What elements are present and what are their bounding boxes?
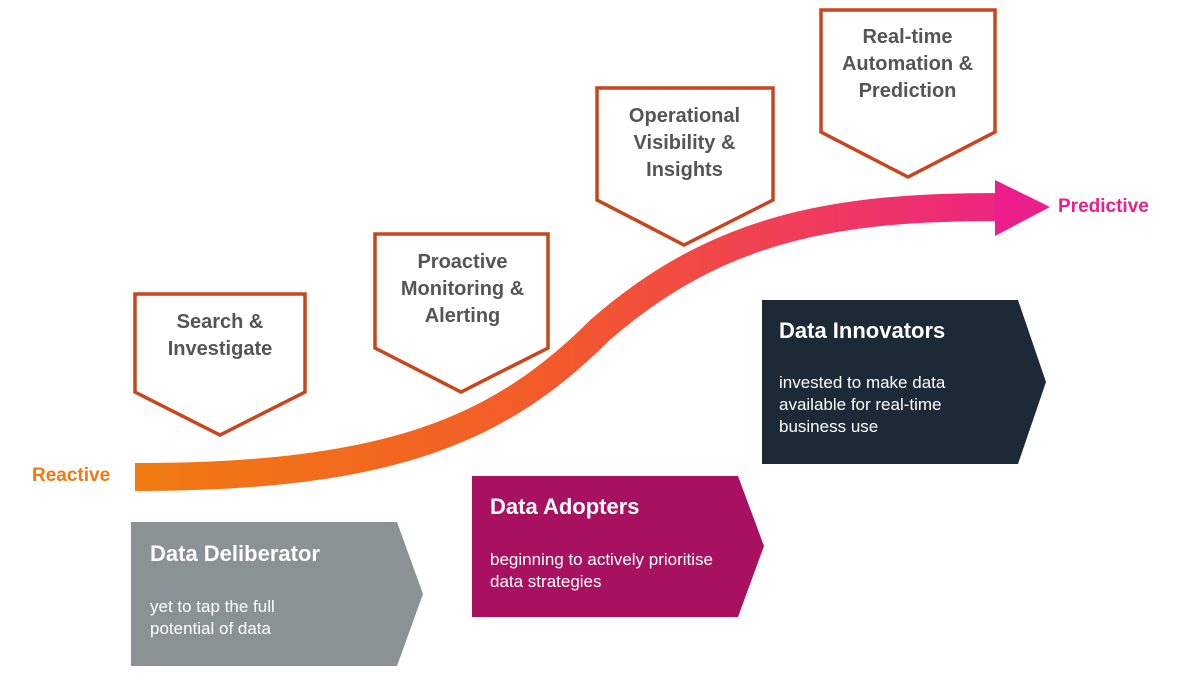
predictive-label: Predictive — [1058, 196, 1149, 217]
stage-shape-2 — [373, 232, 550, 394]
band-title-innovators: Data Innovators — [779, 318, 946, 343]
stage-label-operational: Operational Visibility & Insights — [628, 105, 741, 181]
band-desc-innovators: invested to make data available for real… — [779, 373, 946, 436]
band-desc-adopters: beginning to actively prioritise data st… — [490, 550, 714, 591]
stage-label-realtime: Real-time Automation & Prediction — [841, 26, 974, 102]
stage-shape-3 — [595, 86, 775, 247]
band-shape-innovators — [762, 300, 1046, 464]
stage-shape-1 — [133, 292, 307, 437]
stage-label-proactive: Proactive Monitoring & Alerting — [400, 251, 525, 327]
stage-shape-4 — [819, 8, 997, 179]
band-desc-deliberator: yet to tap the full potential of data — [150, 597, 275, 638]
maturity-curve — [134, 193, 1001, 491]
stage-label-search: Search & Investigate — [167, 311, 273, 360]
band-title-adopters: Data Adopters — [490, 494, 640, 519]
band-shape-deliberator — [131, 522, 423, 666]
reactive-label: Reactive — [32, 465, 111, 486]
band-title-deliberator: Data Deliberator — [150, 541, 320, 566]
curve-arrowhead — [995, 180, 1050, 236]
band-shape-adopters — [472, 476, 764, 617]
